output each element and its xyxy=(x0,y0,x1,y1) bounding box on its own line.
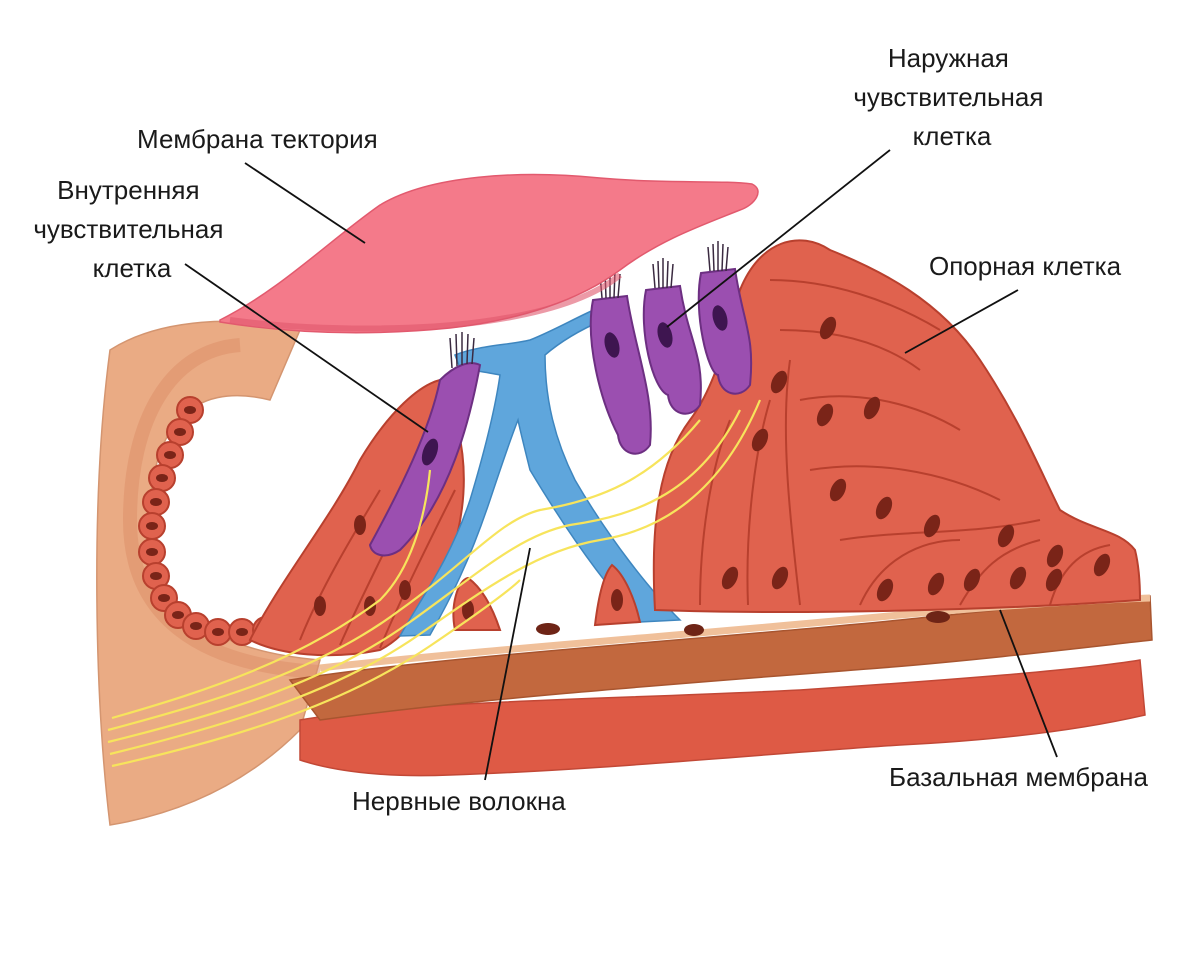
support-nucleus xyxy=(611,589,623,611)
support-nucleus xyxy=(863,396,881,420)
support-nucleus xyxy=(875,496,893,520)
sulcus-cell-nucleus xyxy=(184,406,196,414)
basilar-membrane-band xyxy=(288,595,1153,721)
support-nucleus xyxy=(354,515,366,535)
support-nucleus xyxy=(462,600,474,620)
outer-hair-cell xyxy=(697,241,753,395)
label-inner-hair-cell: Внутренняя чувствительная клетка xyxy=(33,175,230,283)
label-tectorial-membrane: Мембрана тектория xyxy=(137,124,378,154)
support-nucleus xyxy=(399,580,411,600)
pillar-cells xyxy=(398,307,682,637)
outer-support-nuclei xyxy=(721,316,1111,602)
leader-supporting xyxy=(904,289,1019,354)
stereocilium xyxy=(666,260,669,289)
support-nucleus xyxy=(923,514,941,538)
inner-support-divider xyxy=(299,489,381,641)
support-nucleus xyxy=(1009,566,1027,590)
support-nucleus xyxy=(770,370,788,394)
label-outer-hair-cell-line: чувствительная xyxy=(853,82,1043,112)
sulcus-cell-nucleus xyxy=(146,548,158,556)
stereocilium xyxy=(725,246,729,272)
support-nucleus xyxy=(1045,568,1063,592)
outer-hair-cell-nucleus xyxy=(712,305,728,331)
sulcus-cell-nucleus xyxy=(150,498,162,506)
support-nucleus xyxy=(771,566,789,590)
stereocilium xyxy=(670,263,674,289)
stereocilium xyxy=(657,260,660,289)
outer-hair-cell-body xyxy=(697,267,753,395)
leader-basilar xyxy=(999,609,1058,758)
label-nerve-fibers: Нервные волокна xyxy=(352,786,566,816)
support-nucleus xyxy=(819,316,837,340)
support-nucleus xyxy=(721,566,739,590)
label-outer-hair-cell: Наружная чувствительная клетка xyxy=(853,43,1050,151)
outer-hair-cells xyxy=(589,241,753,455)
inner-stereocilia xyxy=(449,332,475,369)
leader-nerve xyxy=(484,547,531,781)
support-nucleus xyxy=(997,524,1015,548)
stereocilium xyxy=(707,246,711,272)
support-nucleus xyxy=(314,596,326,616)
stereocilium xyxy=(652,263,656,289)
label-basilar-membrane: Базальная мембрана xyxy=(889,762,1149,792)
support-nucleus xyxy=(963,568,981,592)
label-inner-hair-cell-line: чувствительная xyxy=(33,214,223,244)
stereocilium xyxy=(712,243,715,272)
support-nucleus xyxy=(816,403,834,427)
nerve-fibers xyxy=(107,399,762,768)
inner-hair-cell xyxy=(368,332,482,557)
sulcus-cell-nucleus xyxy=(158,594,170,602)
sulcus-cell-nucleus xyxy=(146,522,158,530)
sulcus-cell-nucleus xyxy=(172,611,184,619)
outer-hair-cell xyxy=(642,258,702,415)
basilar-nucleus xyxy=(926,611,950,623)
sulcus-cell-nucleus xyxy=(156,474,168,482)
support-nucleus xyxy=(1093,553,1111,577)
basilar-lower-tissue xyxy=(299,659,1146,777)
sulcus-cell-nucleus xyxy=(236,628,248,636)
leader-inner-hair xyxy=(184,263,429,433)
support-nucleus xyxy=(1046,544,1064,568)
sulcus-cell-nucleus xyxy=(164,451,176,459)
inner-support-divider xyxy=(379,489,456,649)
label-outer-hair-cell-line: Наружная xyxy=(888,43,1009,73)
outer-hair-cell xyxy=(589,268,652,455)
leader-outer-hair xyxy=(666,149,891,328)
outer-support-cluster xyxy=(652,239,1142,613)
limbus-inner-band xyxy=(122,338,321,679)
label-supporting-cell: Опорная клетка xyxy=(929,251,1122,281)
sulcus-cell-nucleus xyxy=(174,428,186,436)
outer-hair-cell-body xyxy=(642,284,702,415)
label-inner-hair-cell-line: клетка xyxy=(93,253,172,283)
outer-hair-cell-nucleus xyxy=(604,332,620,358)
support-nucleus xyxy=(876,578,894,602)
support-nucleus xyxy=(927,572,945,596)
outer-hair-cell-nucleus xyxy=(657,322,673,348)
sulcus-cell-nucleus xyxy=(212,628,224,636)
support-nucleus xyxy=(829,478,847,502)
stereocilium xyxy=(721,243,724,272)
sulcus-cell-nucleus xyxy=(190,622,202,630)
label-inner-hair-cell-line: Внутренняя xyxy=(57,175,199,205)
basilar-nucleus xyxy=(536,623,560,635)
label-outer-hair-cell-line: клетка xyxy=(913,121,992,151)
leader-tectorial xyxy=(244,162,366,244)
support-nucleus xyxy=(751,428,769,452)
sulcus-cell-nucleus xyxy=(150,572,162,580)
outer-hair-cell-body xyxy=(589,294,652,455)
basilar-nucleus xyxy=(684,624,704,636)
inner-hair-cell-nucleus xyxy=(421,438,439,466)
tectorial-underside xyxy=(229,272,622,332)
